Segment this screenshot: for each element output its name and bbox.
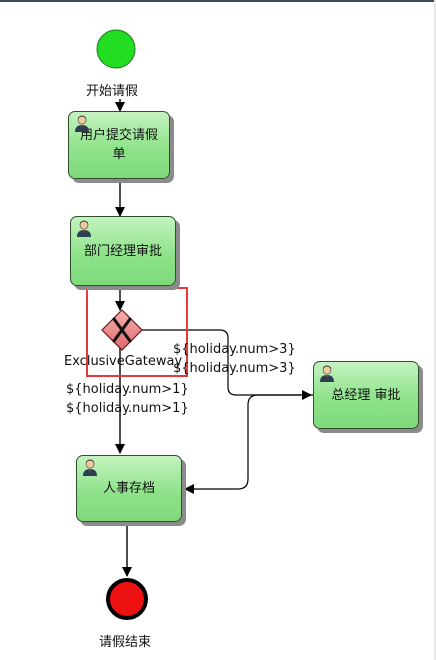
flow-gateway-to-gm[interactable] xyxy=(140,329,312,400)
condition-gt1-label: ${holiday.num>1} xyxy=(66,401,189,416)
user-icon xyxy=(83,459,97,476)
task-dept-approve[interactable]: 部门经理审批 xyxy=(70,216,176,286)
right-border xyxy=(434,0,436,660)
top-border xyxy=(0,0,436,2)
condition-gt3-label: ${holiday.num>3} xyxy=(173,342,296,357)
task-hr-archive[interactable]: 人事存档 xyxy=(76,455,182,522)
user-icon xyxy=(77,220,91,237)
end-event-label: 请假结束 xyxy=(99,635,152,650)
start-event-label: 开始请假 xyxy=(86,84,139,99)
end-event[interactable] xyxy=(106,578,148,620)
task-label: 用户提交请假单 xyxy=(79,128,158,162)
condition-gt3-label: ${holiday.num>3} xyxy=(173,361,296,376)
task-label: 部门经理审批 xyxy=(83,243,162,259)
flow-gm-to-hr[interactable] xyxy=(184,394,313,494)
task-label: 人事存档 xyxy=(102,481,155,496)
task-gm-approve[interactable]: 总经理 审批 xyxy=(313,361,419,429)
exclusive-gateway[interactable] xyxy=(101,309,143,351)
start-event[interactable] xyxy=(96,29,136,69)
selection-box xyxy=(86,287,188,377)
condition-gt1-label: ${holiday.num>1} xyxy=(66,382,189,397)
task-submit-leave[interactable]: 用户提交请假单 xyxy=(68,111,170,179)
user-icon xyxy=(75,115,89,132)
gateway-label: ExclusiveGateway xyxy=(64,354,183,369)
x-icon xyxy=(112,317,132,343)
task-label: 总经理 审批 xyxy=(331,387,401,403)
user-icon xyxy=(320,365,334,382)
